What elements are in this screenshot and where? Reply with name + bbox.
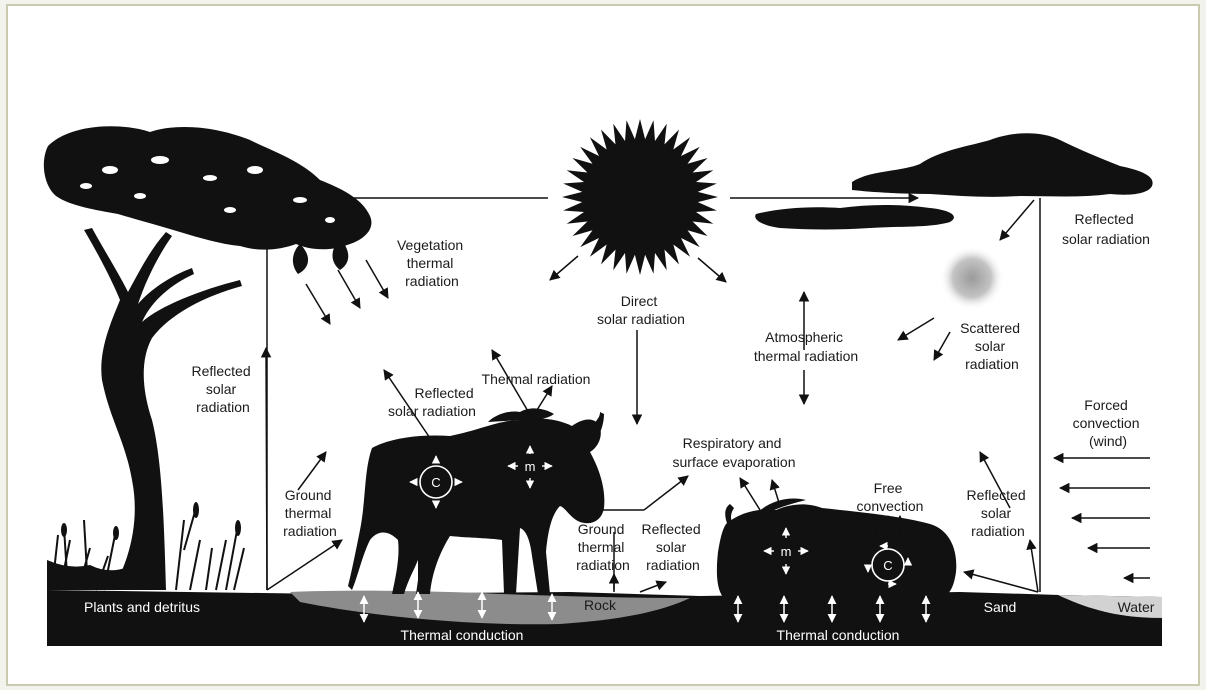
ground-thermal-left-label: Ground thermal radiation xyxy=(283,487,337,539)
reflected-sand-label: Reflected solar radiation xyxy=(966,487,1029,539)
rock-label: Rock xyxy=(584,597,617,613)
water-label: Water xyxy=(1118,599,1155,615)
sand-label: Sand xyxy=(984,599,1017,615)
scattered-label: Scattered solar radiation xyxy=(960,320,1024,372)
plants-detritus-label: Plants and detritus xyxy=(84,599,200,615)
atmospheric-label: Atmospheric thermal radiation xyxy=(754,329,858,364)
forced-convection-label: Forced convection (wind) xyxy=(1073,397,1144,449)
direct-solar-label: Direct solar radiation xyxy=(597,293,685,327)
convection-symbol: C xyxy=(431,475,440,490)
ground-thermal-mid-label: Ground thermal radiation xyxy=(576,521,630,573)
thermal-conduction-right-label: Thermal conduction xyxy=(777,627,900,643)
reflected-animal-label: Reflected solar radiation xyxy=(388,385,477,419)
vegetation-thermal-label: Vegetation thermal radiation xyxy=(397,237,467,289)
reflected-cloud-label: Reflected solar radiation xyxy=(1062,211,1150,247)
sun-shape xyxy=(562,119,718,275)
respiratory-label: Respiratory and surface evaporation xyxy=(673,435,796,470)
reflected-tree-label: Reflected solar radiation xyxy=(191,363,254,415)
metabolism-symbol: m xyxy=(781,544,792,559)
free-convection-label: Free convection xyxy=(857,480,924,514)
reflected-mid-label: Reflected solar radiation xyxy=(641,521,704,573)
thermal-conduction-left-label: Thermal conduction xyxy=(401,627,524,643)
wildebeest-standing xyxy=(348,408,604,594)
scatter-haze xyxy=(940,246,1004,310)
metabolism-symbol: m xyxy=(525,459,536,474)
sun-icon xyxy=(562,119,718,275)
convection-symbol: C xyxy=(883,558,892,573)
thermal-radiation-label: Thermal radiation xyxy=(482,371,591,387)
